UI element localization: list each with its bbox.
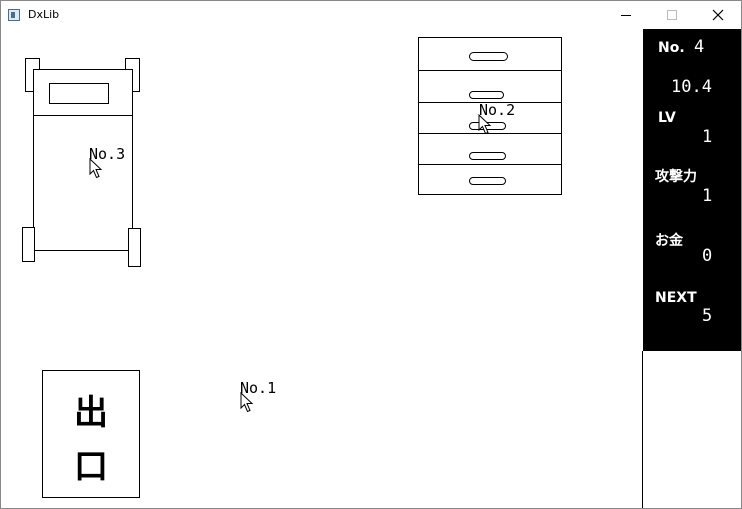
next-value: 5 — [702, 306, 713, 326]
money-label: お金 — [655, 233, 683, 249]
cursor-icon — [89, 158, 103, 179]
game-canvas[interactable]: No.3 No.2 No.1 出 口 — [1, 29, 642, 508]
exit-text-line1: 出 — [74, 393, 108, 433]
drawer-handle — [469, 52, 508, 61]
exit-door[interactable]: 出 口 — [42, 370, 140, 498]
minimize-icon — [621, 15, 631, 16]
number-label: No. — [658, 40, 685, 56]
bed-post-bottom-right — [128, 228, 141, 267]
title-bar[interactable]: DxLib — [1, 1, 741, 29]
app-icon — [8, 9, 20, 21]
drawer-label: No.2 — [479, 101, 516, 119]
drawer-chest-frame — [418, 37, 562, 195]
drawer-handle — [469, 177, 506, 185]
status-panel: No. 4 10.4 LV 1 攻撃力 1 お金 0 NEXT 5 — [643, 29, 741, 351]
bed — [22, 58, 141, 267]
attack-label: 攻撃力 — [655, 169, 697, 185]
next-label: NEXT — [655, 290, 697, 306]
panel-divider — [642, 351, 643, 508]
time-value: 10.4 — [671, 77, 712, 97]
number-value: 4 — [694, 37, 705, 57]
minimize-button[interactable] — [603, 1, 649, 29]
cursor-icon — [240, 392, 254, 413]
window-title: DxLib — [28, 8, 60, 21]
room-furniture — [22, 37, 562, 267]
maximize-button[interactable] — [649, 1, 695, 29]
exit-text-line2: 口 — [74, 447, 108, 487]
close-button[interactable] — [695, 1, 741, 29]
player-label: No.1 — [240, 379, 277, 397]
drawer-handle — [469, 91, 504, 99]
maximize-icon — [667, 10, 677, 20]
level-label: LV — [658, 110, 676, 126]
close-icon — [712, 9, 724, 21]
bed-pillow — [49, 83, 109, 104]
cursor-icon — [478, 114, 492, 135]
level-value: 1 — [702, 127, 713, 147]
bed-post-bottom-left — [22, 227, 35, 262]
attack-value: 1 — [702, 186, 713, 206]
drawer-handle — [469, 152, 506, 160]
bed-label: No.3 — [89, 145, 126, 163]
money-value: 0 — [702, 246, 713, 266]
